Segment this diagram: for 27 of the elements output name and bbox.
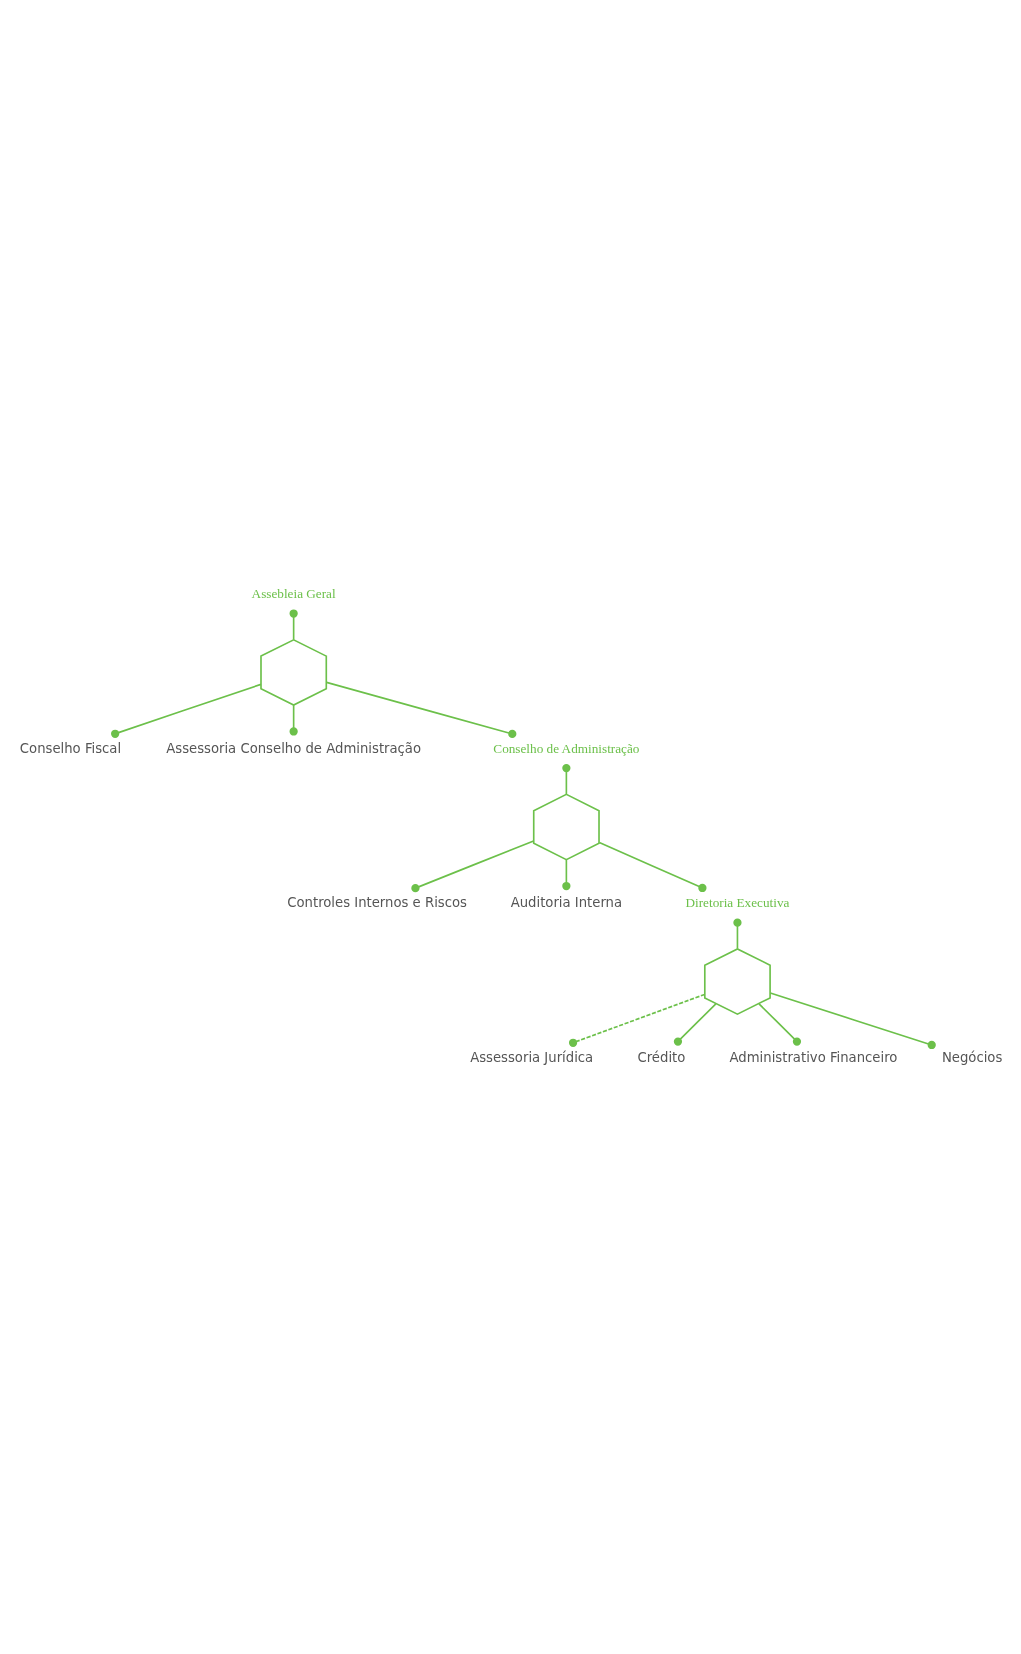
connector (757, 1003, 801, 1046)
node-text: Conselho Fiscal (19, 740, 121, 756)
connector (769, 992, 936, 1050)
connector (561, 858, 570, 891)
node-text: Controles Internos e Riscos (286, 895, 467, 911)
node-text: Auditoria Interna (510, 895, 622, 911)
connector (673, 1003, 717, 1046)
node-text: Conselho de Administração (492, 740, 639, 756)
connector (561, 763, 570, 795)
connector (732, 918, 742, 950)
node-text: Diretoria Executiva (685, 895, 789, 911)
connector (325, 681, 516, 739)
connector (110, 683, 262, 738)
node-text: Assessoria Jurídica (469, 1049, 593, 1065)
node-text: Assebleia Geral (251, 586, 336, 602)
node-hexagon (703, 947, 771, 1016)
node-hexagon (532, 793, 600, 861)
node-hexagon (259, 638, 327, 707)
connector (289, 609, 298, 641)
connector (410, 840, 534, 893)
connector (289, 704, 298, 736)
node-text: Administrativo Financeiro (729, 1049, 897, 1065)
node-text: Negócios (941, 1049, 1002, 1065)
connector (568, 993, 705, 1047)
node-text: Crédito (636, 1049, 685, 1065)
node-text: Assessoria Conselho de Administração (165, 740, 421, 756)
connector (598, 841, 707, 893)
